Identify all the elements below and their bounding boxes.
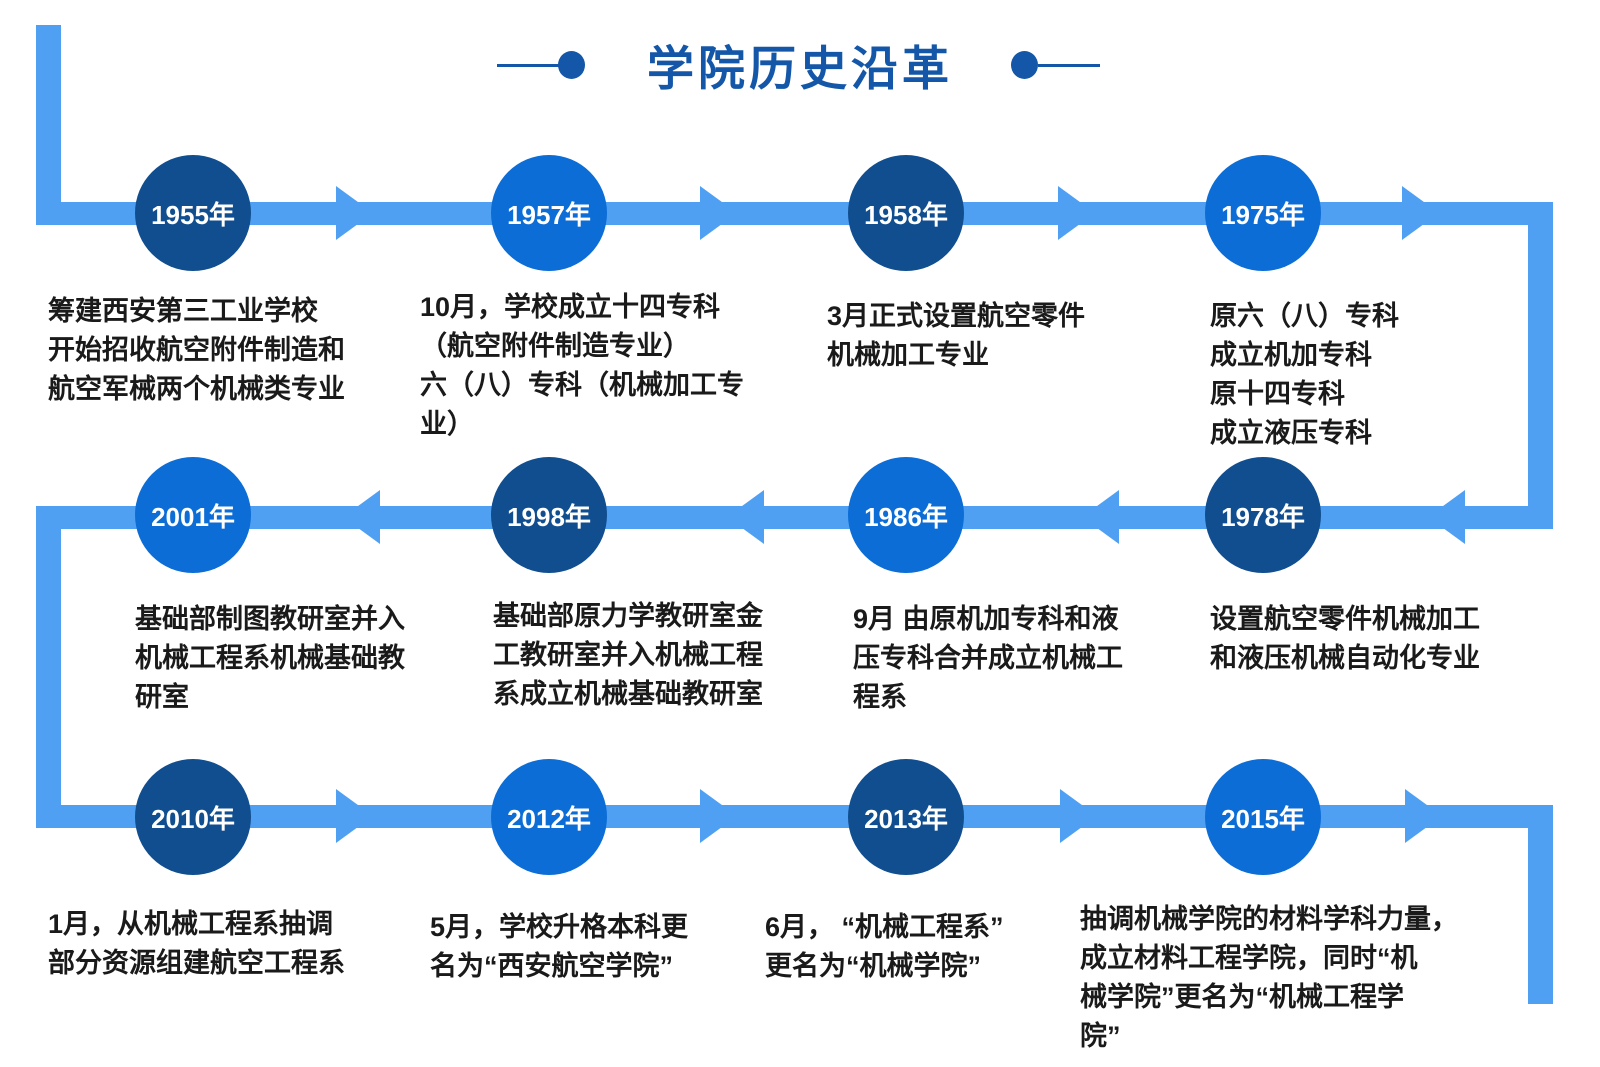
- timeline-node-1986: 1986年: [848, 457, 964, 573]
- title-decoration-dot-left: [558, 51, 585, 79]
- timeline-desc-2015: 抽调机械学院的材料学科力量， 成立材料工程学院，同时“机 械学院”更名为“机械工…: [1080, 904, 1458, 1051]
- arrow-right-icon: [700, 789, 737, 843]
- timeline-segment-row1: [36, 202, 1553, 225]
- arrow-right-icon: [1405, 789, 1442, 843]
- year-label: 1978年: [1221, 501, 1305, 532]
- timeline-desc-1998: 基础部原力学教研室金 工教研室并入机械工程 系成立机械基础教研室: [493, 601, 763, 709]
- timeline-segment-row3: [36, 805, 1553, 828]
- timeline-desc-1957: 10月，学校成立十四专科 （航空附件制造专业） 六（八）专科（机械加工专 业）: [420, 292, 744, 439]
- timeline-node-2015: 2015年: [1205, 759, 1321, 875]
- timeline-desc-2001: 基础部制图教研室并入 机械工程系机械基础教 研室: [135, 604, 405, 712]
- timeline-node-1975: 1975年: [1205, 155, 1321, 271]
- timeline-node-1998: 1998年: [491, 457, 607, 573]
- timeline-node-1957: 1957年: [491, 155, 607, 271]
- title-decoration-line-right: [1038, 64, 1100, 67]
- timeline-desc-1958: 3月正式设置航空零件 机械加工专业: [827, 301, 1086, 370]
- timeline-node-1958: 1958年: [848, 155, 964, 271]
- timeline-segment-start-vertical: [36, 25, 61, 225]
- timeline-segment-left-vertical: [36, 506, 61, 828]
- arrow-left-icon: [727, 490, 764, 544]
- timeline-desc-2010: 1月，从机械工程系抽调 部分资源组建航空工程系: [48, 909, 345, 978]
- timeline-desc-2013: 6月， “机械工程系” 更名为“机械学院”: [765, 912, 1004, 981]
- arrow-right-icon: [336, 186, 373, 240]
- arrow-right-icon: [1060, 789, 1097, 843]
- arrow-right-icon: [336, 789, 373, 843]
- year-label: 1955年: [151, 199, 235, 230]
- timeline-desc-1978: 设置航空零件机械加工 和液压机械自动化专业: [1210, 604, 1480, 673]
- arrow-left-icon: [1428, 490, 1465, 544]
- timeline-node-1955: 1955年: [135, 155, 251, 271]
- year-label: 1998年: [507, 501, 591, 532]
- timeline-node-1978: 1978年: [1205, 457, 1321, 573]
- timeline-node-2013: 2013年: [848, 759, 964, 875]
- timeline-desc-1986: 9月 由原机加专科和液 压专科合并成立机械工 程系: [853, 604, 1123, 712]
- arrow-left-icon: [343, 490, 380, 544]
- arrow-left-icon: [1082, 490, 1119, 544]
- page-title: 学院历史沿革: [647, 42, 953, 95]
- year-label: 2013年: [864, 803, 948, 834]
- year-label: 2001年: [151, 501, 235, 532]
- year-label: 2010年: [151, 803, 235, 834]
- arrow-right-icon: [700, 186, 737, 240]
- timeline-desc-1955: 筹建西安第三工业学校 开始招收航空附件制造和 航空军械两个机械类专业: [48, 296, 345, 404]
- timeline-segment-row2: [36, 506, 1553, 529]
- title-decoration-line-left: [497, 64, 559, 67]
- year-label: 1975年: [1221, 199, 1305, 230]
- year-label: 1986年: [864, 501, 948, 532]
- year-label: 1958年: [864, 199, 948, 230]
- timeline-desc-2012: 5月，学校升格本科更 名为“西安航空学院”: [430, 912, 689, 981]
- timeline-node-2010: 2010年: [135, 759, 251, 875]
- arrow-right-icon: [1402, 186, 1439, 240]
- timeline-desc-1975: 原六（八）专科 成立机加专科 原十四专科 成立液压专科: [1210, 301, 1399, 448]
- timeline-segment-end-vertical: [1528, 805, 1553, 1004]
- title-decoration-dot-right: [1011, 51, 1038, 79]
- year-label: 1957年: [507, 199, 591, 230]
- timeline-segment-right-vertical-1: [1528, 202, 1553, 529]
- arrow-right-icon: [1058, 186, 1095, 240]
- year-label: 2015年: [1221, 803, 1305, 834]
- timeline-node-2012: 2012年: [491, 759, 607, 875]
- timeline-node-2001: 2001年: [135, 457, 251, 573]
- year-label: 2012年: [507, 803, 591, 834]
